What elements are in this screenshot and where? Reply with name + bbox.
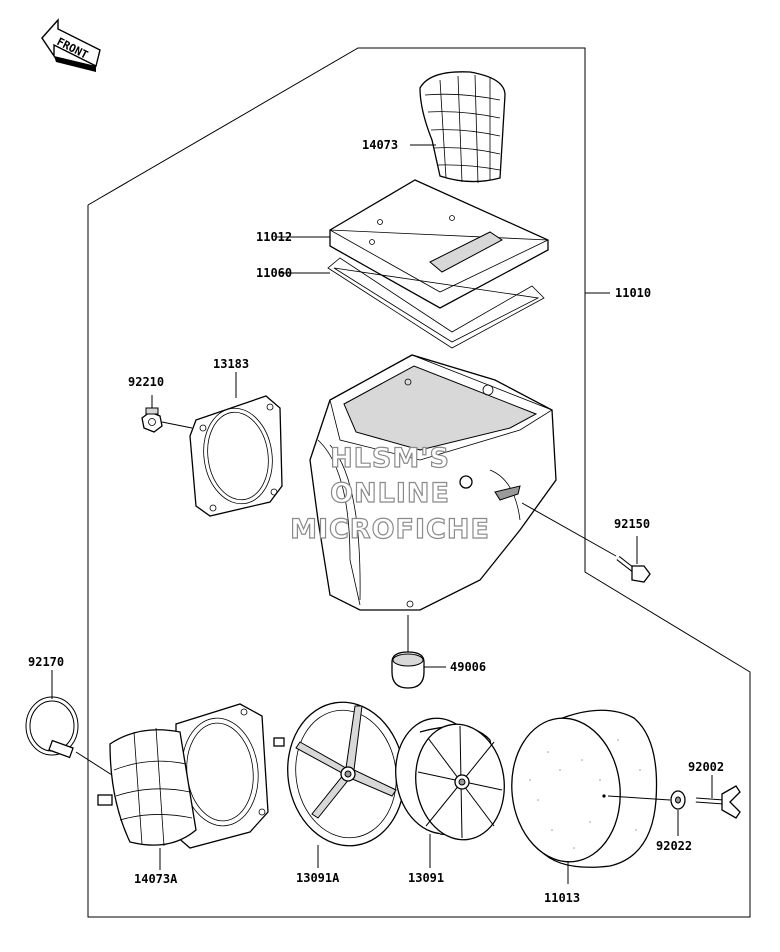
- hose-clamp-part: [25, 696, 79, 759]
- label-11012: 11012: [256, 230, 292, 244]
- label-11010: 11010: [615, 286, 651, 300]
- label-92210: 92210: [128, 375, 164, 389]
- airbox-cover-part: [329, 179, 549, 309]
- label-14073: 14073: [362, 138, 398, 152]
- plate-gasket-part: [189, 395, 283, 517]
- cover-gasket-part: [327, 257, 545, 349]
- label-49006: 49006: [450, 660, 486, 674]
- front-arrow-icon: FRONT: [41, 18, 101, 72]
- label-13183: 13183: [213, 357, 249, 371]
- bolt-part: [616, 556, 651, 583]
- label-13091A: 13091A: [296, 871, 340, 885]
- label-92170: 92170: [28, 655, 64, 669]
- label-92022: 92022: [656, 839, 692, 853]
- wing-bolt-part: [695, 785, 741, 819]
- watermark-line-2: ONLINE: [330, 478, 450, 509]
- label-13091: 13091: [408, 871, 444, 885]
- watermark-line-3: MICROFICHE: [290, 514, 490, 545]
- washer-part: [670, 790, 686, 810]
- label-92150: 92150: [614, 517, 650, 531]
- label-92002: 92002: [688, 760, 724, 774]
- label-11060: 11060: [256, 266, 292, 280]
- filter-holder-part: [273, 701, 405, 847]
- foam-filter-part: [511, 709, 658, 868]
- label-11013: 11013: [544, 891, 580, 905]
- assembly-frame: [87, 47, 751, 918]
- filter-cage-part: [395, 717, 505, 841]
- airbox-housing-part: [309, 354, 557, 611]
- drain-cap-part: [391, 651, 425, 689]
- air-duct-part: [419, 71, 506, 184]
- nut-part: [141, 407, 163, 433]
- label-14073A: 14073A: [134, 872, 178, 886]
- watermark-line-1: HLSM'S: [330, 443, 450, 474]
- intake-duct-part: [97, 703, 269, 849]
